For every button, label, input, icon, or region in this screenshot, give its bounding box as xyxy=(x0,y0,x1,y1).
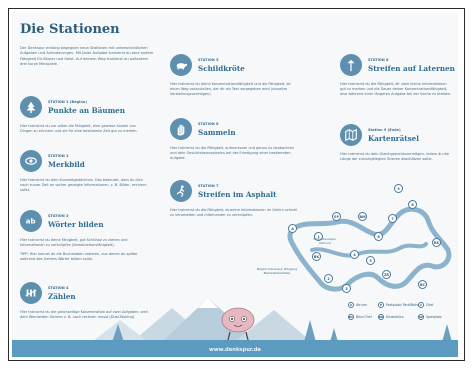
map-point-7: 7 xyxy=(388,214,397,223)
station-8-label: STATION 8 xyxy=(368,58,389,62)
station-3-tipp: TIPP: Hier kannst du die Buchstaben noti… xyxy=(20,252,138,261)
station-3-name: Wörter bilden xyxy=(48,220,104,229)
map-begin-label: Beginn Denkspur (Eingang Bezirksbiblioth… xyxy=(256,267,298,275)
legend-text-a: Atrium xyxy=(356,303,367,307)
station-1-name: Punkte an Bäumen xyxy=(48,106,125,115)
lamp-icon xyxy=(340,54,362,76)
hand-icon xyxy=(170,118,192,140)
legend-code-bk: BK xyxy=(378,314,384,320)
legend-code-c: C xyxy=(418,302,424,308)
station-2-desc: Hier trainierst du dein Kurzzeitgedächtn… xyxy=(20,178,147,192)
map-point-2: 2 xyxy=(324,274,333,283)
station-1-desc: Hier trainierst du vor allem die Fähigke… xyxy=(20,124,138,133)
legend-code-sp: SP xyxy=(418,314,424,320)
station-2-name: Merkbild xyxy=(48,160,85,169)
map-point-9: 9 xyxy=(394,184,403,193)
map-point-1: 1 xyxy=(314,232,323,241)
counting-icon xyxy=(20,282,42,304)
poster-sheet: Die Stationen Der Denkspur entlang begeg… xyxy=(12,12,458,357)
runner-icon xyxy=(170,180,192,202)
station-1-label: STATION 1 (Beginn) xyxy=(48,100,88,104)
station-5-name: Schildkröte xyxy=(198,64,245,73)
station-2-label: STATION 2 xyxy=(48,154,69,158)
map-start-label: Ende Denkspur (Atrium) xyxy=(313,237,337,245)
map-point-8: 8 xyxy=(408,200,417,209)
legend-text-c: Chef xyxy=(426,303,434,307)
map-point-zr: ZR xyxy=(382,270,391,279)
station-7-label: STATION 7 xyxy=(198,184,219,188)
station-4-desc: Hier trainierst du die gleichzeitige Kon… xyxy=(20,310,148,319)
station-9-label: Station 9 (Ende) xyxy=(368,128,401,132)
station-9-desc: Hier trainierst du dein Gleichgewichtsve… xyxy=(340,152,450,161)
station-7-desc: Hier trainierst du die Fähigkeit, einzel… xyxy=(170,208,298,217)
poster-frame xyxy=(8,8,465,361)
station-8-desc: Hier trainierst du die Fähigkeit, dir vi… xyxy=(340,82,452,96)
map-point-3: 3 xyxy=(342,284,351,293)
tree-icon xyxy=(20,96,42,118)
map-point-sp: SP xyxy=(332,212,341,221)
legend-text-p: Parkplatz/ Parkfläche xyxy=(386,303,420,307)
map-point-a: A xyxy=(288,224,297,233)
legend-code-bc: BC xyxy=(348,314,354,320)
svg-text:ab: ab xyxy=(26,218,36,226)
legend-text-bc: Büro Chef xyxy=(356,315,372,319)
station-5-desc: Hier trainierst du deine Konzentrationsf… xyxy=(170,82,291,96)
page-title: Die Stationen xyxy=(20,22,120,37)
map-point-5: 5 xyxy=(366,256,375,265)
map-point-6: 6 xyxy=(374,232,383,241)
footer-url[interactable]: www.denkspur.de xyxy=(209,347,261,353)
footer-bar: www.denkspur.de xyxy=(12,340,458,357)
legend-code-a: A xyxy=(348,302,354,308)
letters-icon: ab xyxy=(20,210,42,232)
station-6-name: Sammeln xyxy=(198,128,236,137)
legend-text-bk: Kinderbüro xyxy=(386,315,404,319)
map-point-bk: BK xyxy=(312,252,321,261)
map-point-bm: BM xyxy=(358,212,367,221)
eye-icon xyxy=(20,150,42,172)
station-3-desc: Hier trainierst du deine Fähigkeit, gut … xyxy=(20,238,128,247)
station-6-label: STATION 6 xyxy=(198,122,219,126)
map-point-bc: BC xyxy=(418,280,427,289)
station-9-name: Kartenrätsel xyxy=(368,134,419,143)
map-point-4: 4 xyxy=(350,250,359,259)
legend-text-sp: Spielplatz xyxy=(426,315,442,319)
station-4-name: Zählen xyxy=(48,292,76,301)
station-3-label: STATION 3 xyxy=(48,214,69,218)
legend-code-p: P xyxy=(378,302,384,308)
station-4-label: STATION 4 xyxy=(48,286,69,290)
map-icon xyxy=(340,124,362,146)
station-5-label: STATION 5 xyxy=(198,58,219,62)
landscape-illustration xyxy=(92,298,452,342)
station-7-name: Streifen im Asphalt xyxy=(198,190,277,199)
map-point-rk: RK xyxy=(432,238,441,247)
station-8-name: Streifen auf Laternen xyxy=(368,64,455,73)
station-6-desc: Hier trainierst du die Fähigkeit, aufmer… xyxy=(170,146,295,160)
intro-text: Der Denkspur entlang begegnen neun Stati… xyxy=(20,46,154,67)
turtle-icon xyxy=(170,54,192,76)
brain-mascot-icon xyxy=(221,307,255,341)
